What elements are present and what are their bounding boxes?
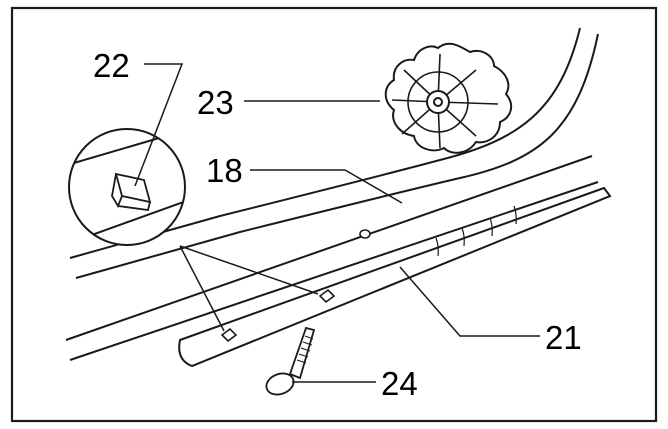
bracket-texture-marks: [435, 205, 517, 257]
rail-part-18: [65, 155, 599, 361]
nut-part-22-right: [318, 288, 336, 304]
bolt-head: [265, 372, 295, 396]
callout-leaders: [134, 63, 540, 383]
nut-part-22-left: [220, 327, 238, 343]
bracket-part-21: [178, 186, 612, 368]
callout-24: 24: [381, 365, 418, 402]
detail-magnifier: [68, 128, 186, 246]
curved-frame-tube: [69, 27, 599, 279]
leader-22: [134, 63, 184, 187]
callout-23: 23: [197, 84, 234, 121]
callout-21: 21: [545, 319, 582, 356]
leader-21: [399, 266, 540, 337]
callout-18: 18: [206, 152, 243, 189]
callout-22: 22: [93, 47, 130, 84]
leader-18: [250, 169, 403, 204]
knob-hole: [433, 97, 443, 107]
nut-part-22-detail: [111, 172, 152, 211]
star-knob-part-23: [384, 42, 513, 154]
rail-hole: [359, 229, 371, 239]
bolt-part-24: [265, 326, 316, 396]
magnifier-leaders: [179, 245, 319, 332]
